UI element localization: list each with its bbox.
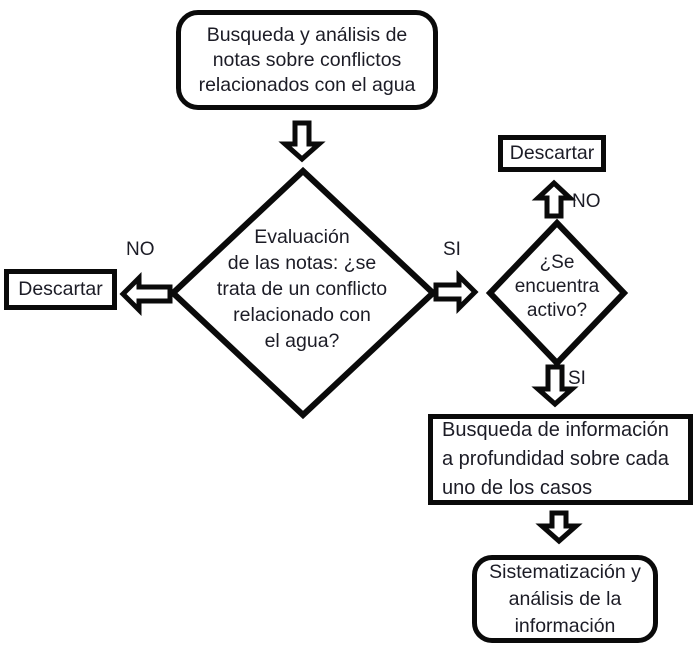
- arrow-right-icon-evaluation-to-active: [433, 269, 479, 315]
- edge-label-evaluation-si: SI: [443, 239, 461, 260]
- node-discard-left: Descartar: [4, 269, 117, 310]
- decision-diamond-evaluation: [168, 166, 438, 420]
- arrow-down-icon-active-to-deep-search: [531, 364, 579, 408]
- decision-diamond-active: [485, 218, 629, 368]
- node-deep-search: Busqueda de información a profundidad so…: [428, 414, 693, 505]
- arrow-up-icon-active-to-discard: [531, 179, 577, 219]
- node-systematize-label: Sistematización y análisis de la informa…: [489, 560, 641, 637]
- arrow-left-icon-evaluation-to-discard: [119, 271, 173, 317]
- node-systematize: Sistematización y análisis de la informa…: [472, 555, 658, 643]
- node-discard-top-right: Descartar: [498, 135, 606, 172]
- node-start-search-notes: Busqueda y análisis de notas sobre confl…: [176, 10, 438, 110]
- edge-label-active-no: NO: [572, 191, 601, 212]
- node-discard-top-right-label: Descartar: [509, 142, 595, 164]
- node-deep-search-label: Busqueda de información a profundidad so…: [442, 419, 669, 499]
- node-discard-left-label: Descartar: [18, 278, 103, 300]
- decision-active-label: ¿Se encuentra activo?: [514, 252, 600, 321]
- arrow-down-icon-start-to-evaluation: [278, 120, 326, 163]
- arrow-down-icon-deep-search-to-systematize: [535, 510, 583, 545]
- decision-evaluation-label: Evaluación de las notas: ¿se trata de un…: [216, 226, 388, 352]
- edge-label-evaluation-no: NO: [126, 239, 155, 260]
- edge-label-active-si: SI: [568, 368, 586, 389]
- node-start-label: Busqueda y análisis de notas sobre confl…: [198, 23, 416, 96]
